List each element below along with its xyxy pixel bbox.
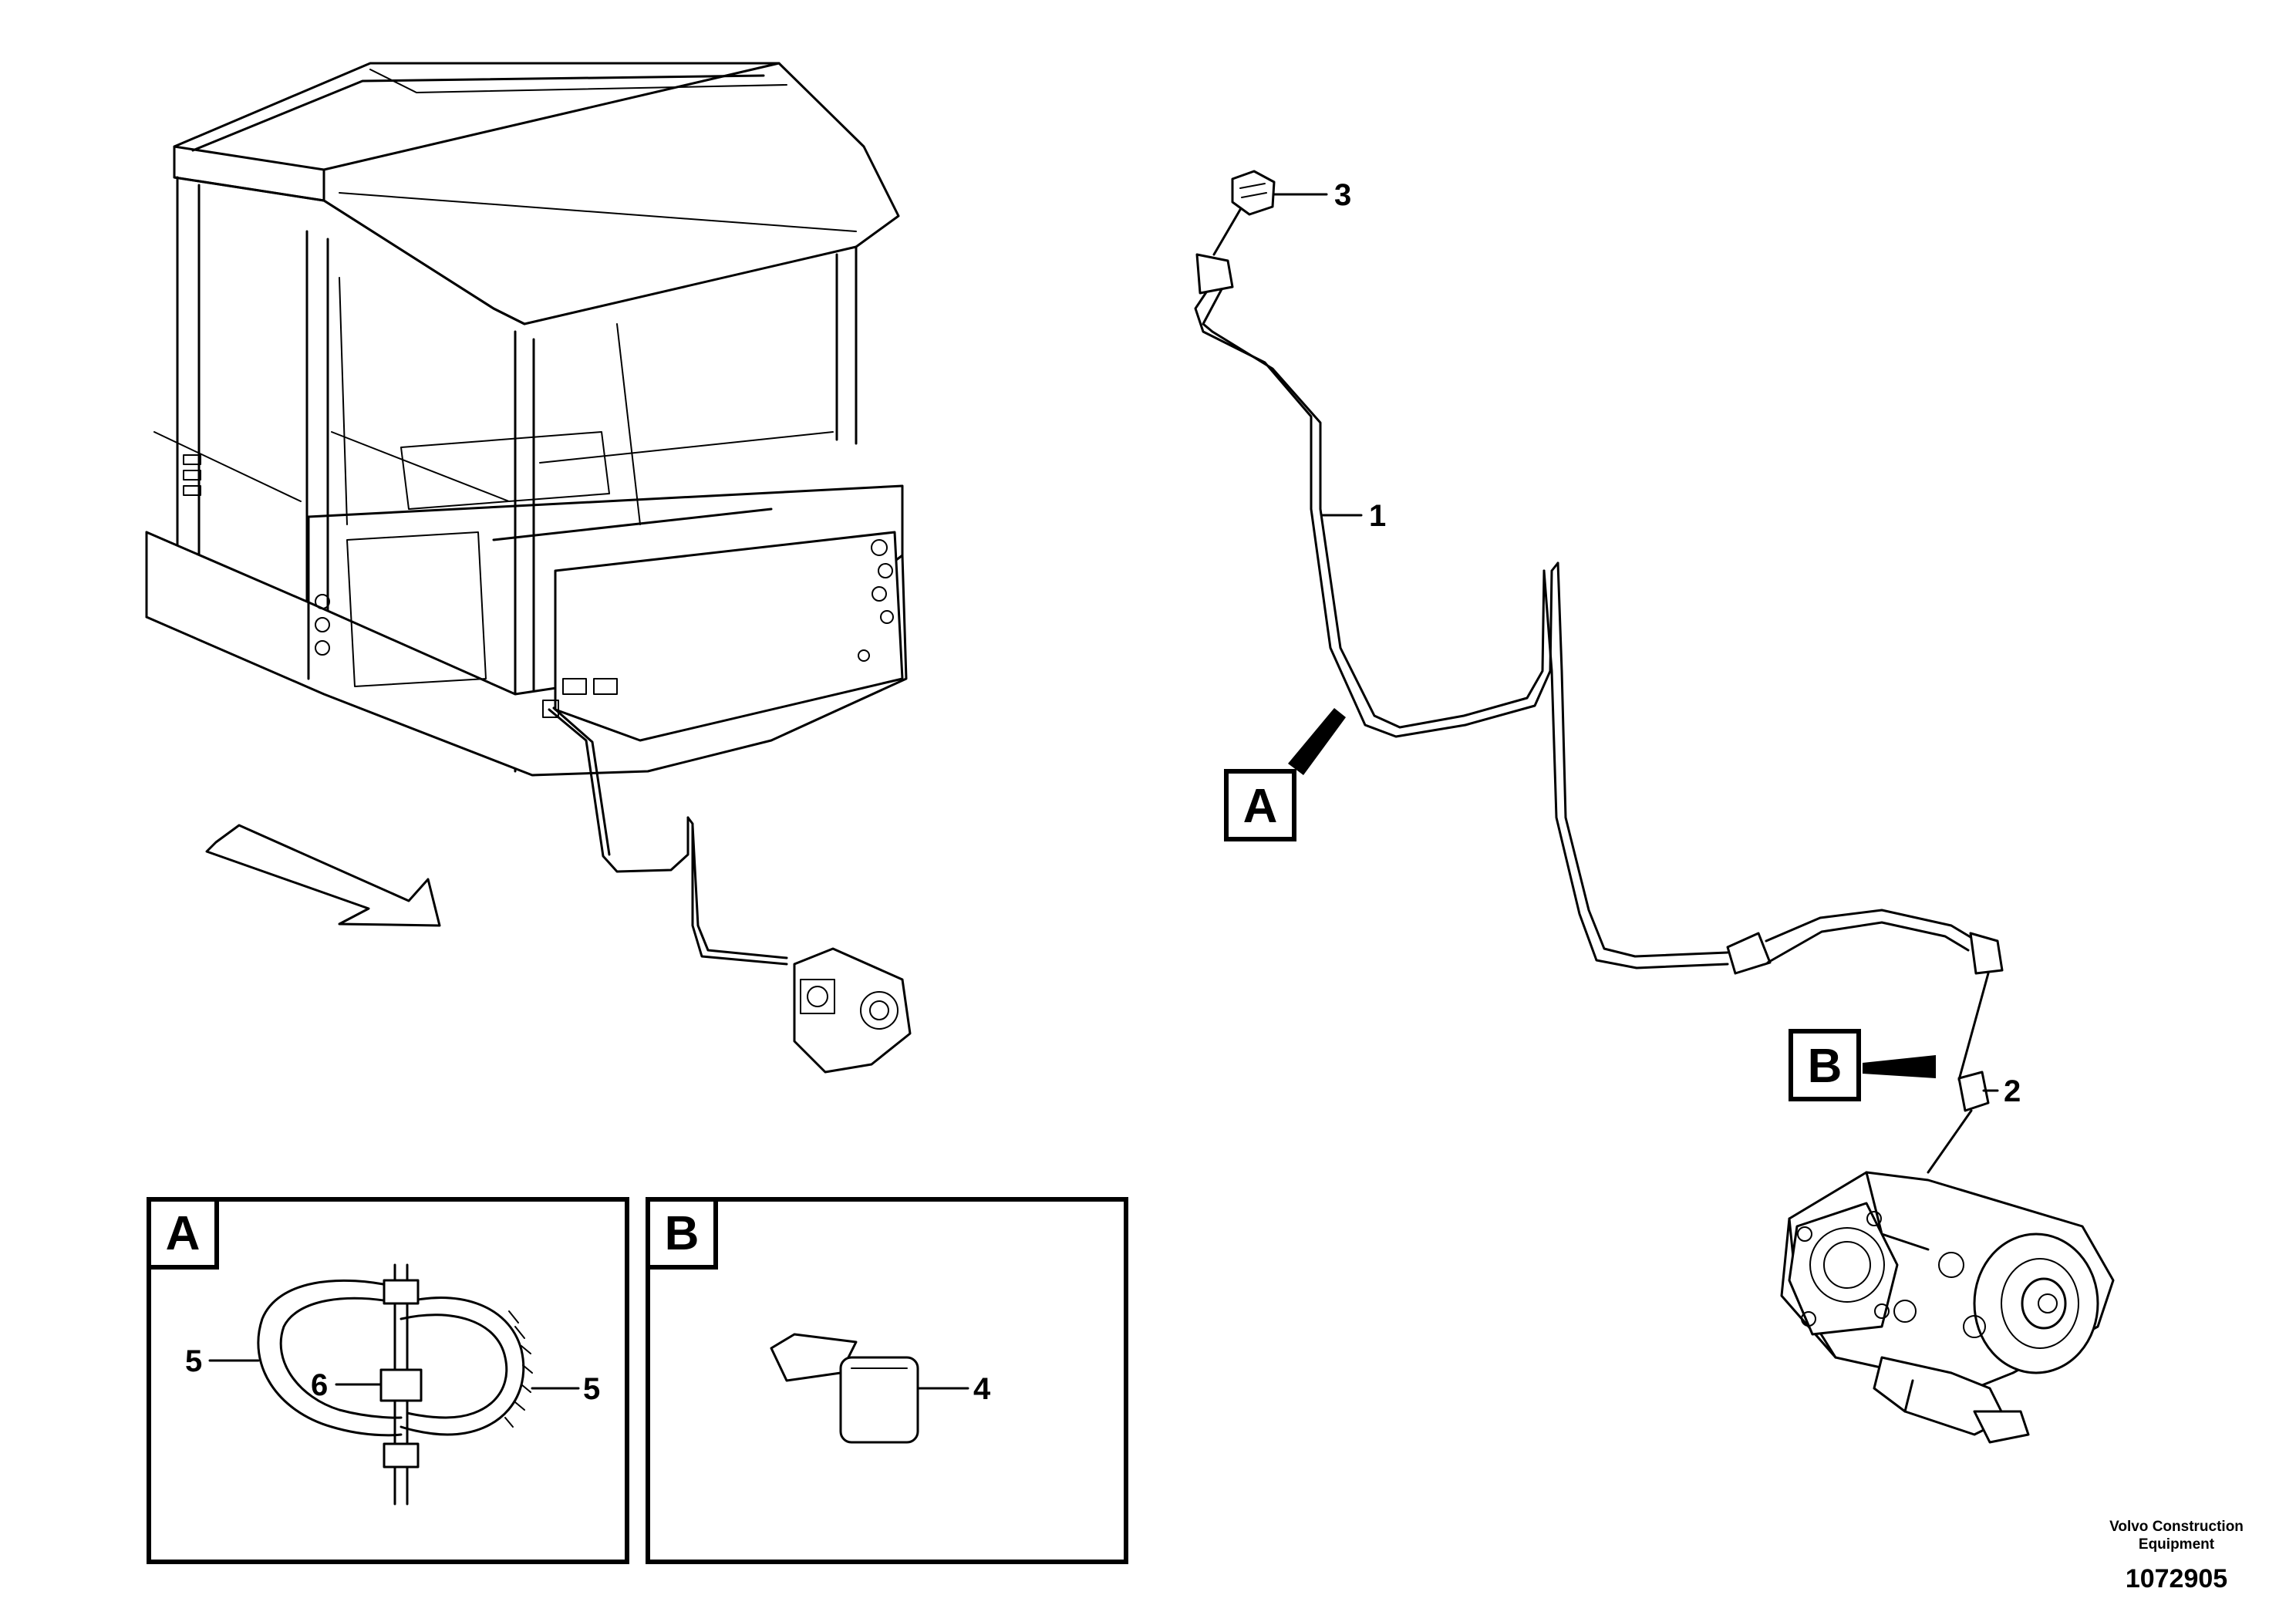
cab-assembly	[145, 62, 908, 777]
view-marker-b-label: B	[1808, 1040, 1843, 1093]
overview-harness	[542, 700, 788, 966]
plug-item-4	[770, 1333, 919, 1444]
connector-item-2	[1927, 1071, 1990, 1174]
brand-line-2: Equipment	[2139, 1536, 2215, 1553]
callout-1: 1	[1369, 499, 1386, 533]
panel-holes	[183, 454, 894, 695]
view-marker-a-label: A	[1243, 780, 1278, 833]
view-marker-b-box	[1789, 1029, 1861, 1101]
brand-line-1: Volvo Construction	[2109, 1519, 2244, 1535]
cable-tie-right	[400, 1297, 533, 1436]
callout-3: 3	[1334, 178, 1351, 212]
drawing-part-number: 1072905	[2126, 1564, 2227, 1593]
callout-2: 2	[2004, 1074, 2021, 1108]
cable-tie-left	[257, 1279, 403, 1437]
callout-leaders	[1273, 193, 1999, 1092]
detail-view-a: A 5 6 5	[147, 1197, 629, 1564]
detail-view-b: B 4	[646, 1197, 1128, 1564]
wiring-harness	[1194, 203, 2004, 1081]
callout-5-right: 5	[583, 1372, 600, 1406]
callout-4: 4	[973, 1372, 991, 1406]
callout-5-left: 5	[185, 1344, 202, 1378]
detail-a-label: A	[166, 1207, 201, 1260]
overview-pump	[793, 947, 912, 1074]
hydraulic-pump	[1780, 1171, 2115, 1444]
callout-6: 6	[311, 1368, 328, 1402]
view-marker-a-arrow	[1288, 708, 1346, 775]
view-marker-b-arrow	[1863, 1055, 1936, 1078]
detail-b-label: B	[665, 1207, 700, 1260]
connector-item-3	[1231, 170, 1276, 216]
view-marker-a-box	[1224, 769, 1296, 841]
forward-direction-arrow	[205, 824, 441, 927]
